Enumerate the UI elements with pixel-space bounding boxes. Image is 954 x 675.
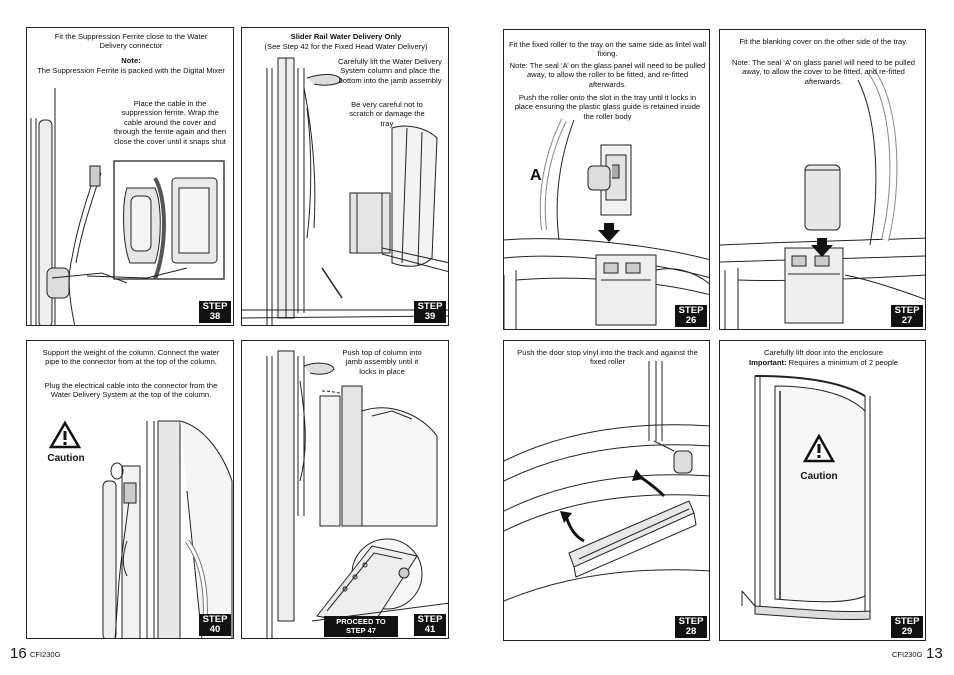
step-39-subtitle: (See Step 42 for the Fixed Head Water De… xyxy=(264,42,428,51)
step-38-instruction-2: Place the cable in the suppression ferri… xyxy=(113,99,227,146)
step-number: 41 xyxy=(424,623,436,635)
step-41-instruction: Push top of column into jamb assembly un… xyxy=(342,348,422,376)
step-27-instruction: Fit the blanking cover on the other side… xyxy=(739,37,908,46)
step-28-panel: Push the door stop vinyl into the track … xyxy=(503,340,710,641)
important-text: Requires a minimum of 2 people xyxy=(788,358,898,367)
step-29-instruction: Carefully lift door into the enclosure xyxy=(763,348,884,357)
step-38-note-body: The Suppression Ferrite is packed with t… xyxy=(37,66,225,75)
door-stop-vinyl-illustration xyxy=(504,361,709,602)
step-29-important: Important: Requires a minimum of 2 peopl… xyxy=(724,358,923,367)
blanking-cover-illustration xyxy=(720,67,925,329)
step-29-panel: Carefully lift door into the enclosure I… xyxy=(719,340,926,641)
step-number: 38 xyxy=(209,310,221,322)
step-29-caution-label: Caution xyxy=(800,471,838,482)
step-39-title-text: Slider Rail Water Delivery Only xyxy=(290,32,402,41)
step-label: STEP xyxy=(894,305,920,316)
step-39-instruction-2: Be very careful not to scratch or damage… xyxy=(349,100,425,128)
step-label: STEP xyxy=(202,301,228,312)
step-label: STEP xyxy=(417,614,443,625)
fixed-roller-illustration xyxy=(504,118,709,329)
step-40-instruction: Support the weight of the column. Connec… xyxy=(42,348,220,367)
step-27-note: Note: The seal ‘A’ on glass panel will n… xyxy=(731,58,916,86)
right-page-number: 13 xyxy=(926,645,943,662)
caution-triangle-icon xyxy=(802,433,836,463)
column-lock-illustration xyxy=(266,350,448,638)
step-number: 26 xyxy=(685,314,697,326)
step-38-note-heading: Note: xyxy=(47,56,215,65)
step-number: 39 xyxy=(424,310,436,322)
step-label: STEP xyxy=(202,614,228,625)
step-38-panel: Fit the Suppression Ferrite close to the… xyxy=(26,27,234,326)
step-26-instruction: Fit the fixed roller to the tray on the … xyxy=(508,40,707,59)
proceed-to-step-47-badge: PROCEED TO STEP 47 xyxy=(324,616,398,638)
step-39-instruction: Carefully lift the Water Delivery System… xyxy=(338,57,442,85)
right-document-code: CFI230G xyxy=(892,650,923,659)
left-document-code: CFI230G xyxy=(30,650,61,659)
step-39-panel: Slider Rail Water Delivery Only (See Ste… xyxy=(241,27,449,326)
step-40-caution-label: Caution xyxy=(47,453,85,464)
step-28-instruction: Push the door stop vinyl into the track … xyxy=(517,348,698,367)
step-label: STEP xyxy=(678,305,704,316)
step-26-note: Note: The seal ‘A’ on the glass panel wi… xyxy=(509,61,706,89)
ferrite-illustration xyxy=(30,88,225,325)
step-number: 29 xyxy=(901,625,913,637)
step-39-title: Slider Rail Water Delivery Only xyxy=(242,32,448,41)
step-27-panel: Fit the blanking cover on the other side… xyxy=(719,29,926,330)
caution-triangle-icon xyxy=(48,420,82,449)
door-lift-illustration xyxy=(741,375,871,621)
step-40-instruction-2: Plug the electrical cable into the conne… xyxy=(44,381,218,400)
note-label: Note: xyxy=(121,56,141,65)
step-number: 40 xyxy=(209,623,221,635)
step-40-panel: Support the weight of the column. Connec… xyxy=(26,340,234,639)
column-connect-illustration xyxy=(48,420,233,638)
step-label: STEP xyxy=(678,616,704,627)
step-26-instruction-2: Push the roller onto the slot in the tra… xyxy=(514,93,701,121)
step-38-instruction: Fit the Suppression Ferrite close to the… xyxy=(54,32,208,51)
step-41-panel: Push top of column into jamb assembly un… xyxy=(241,340,449,639)
step-26-panel: Fit the fixed roller to the tray on the … xyxy=(503,29,710,330)
column-lift-illustration xyxy=(242,57,448,325)
important-label: Important: xyxy=(749,358,787,367)
step-label: STEP xyxy=(417,301,443,312)
seal-callout-a: A xyxy=(530,167,542,184)
step-label: STEP xyxy=(894,616,920,627)
step-number: 27 xyxy=(901,314,913,326)
left-page-number: 16 xyxy=(10,645,27,662)
step-number: 28 xyxy=(685,625,697,637)
